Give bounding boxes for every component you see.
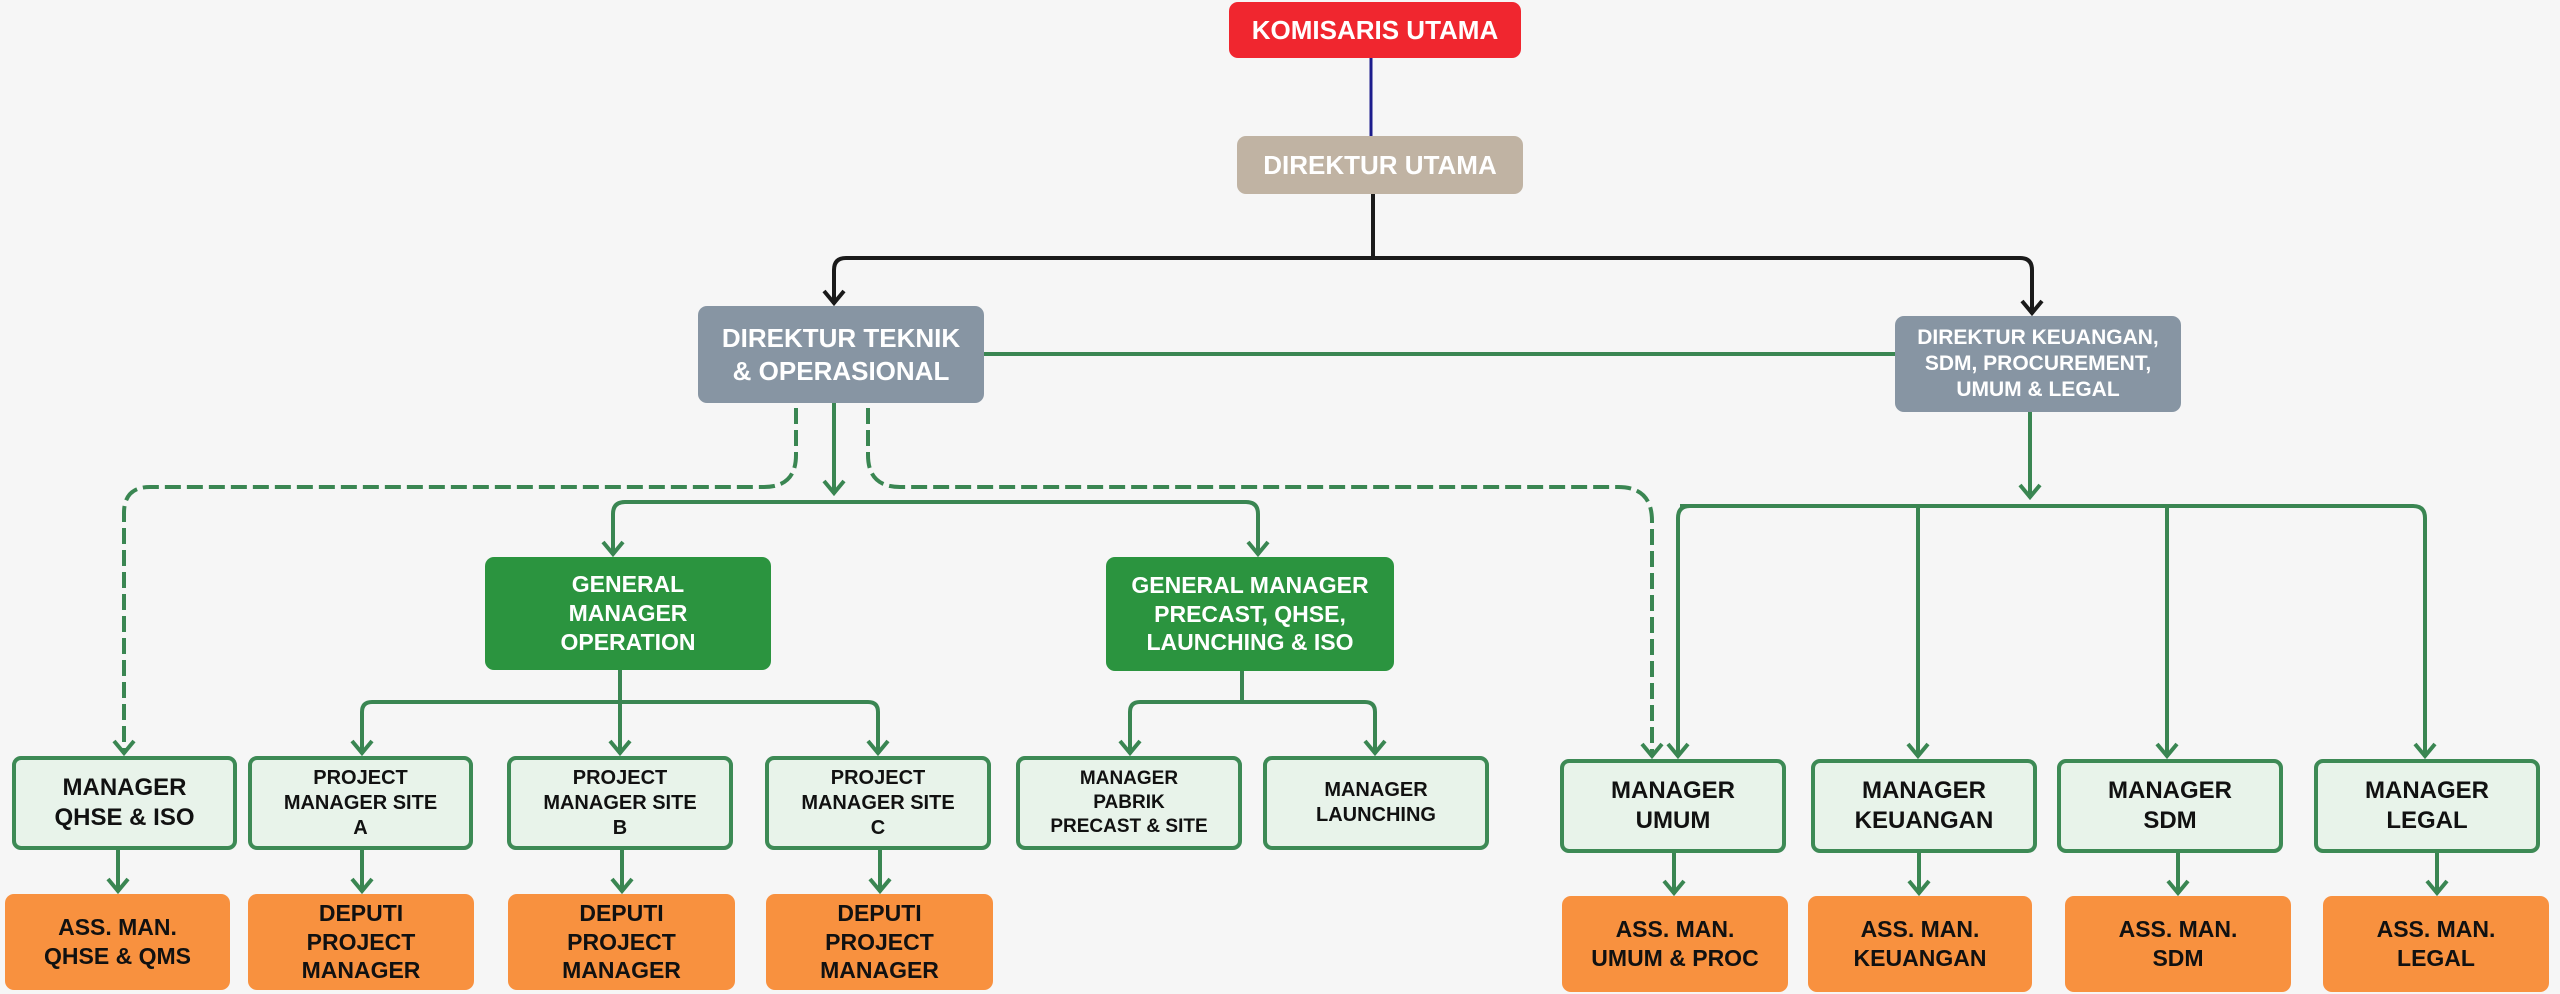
link-teknik-gm-operation [611,500,834,555]
link-gm-precast-launching [1242,700,1377,754]
link-keuangan-bus-right [1680,504,2427,757]
arrowhead-icon [608,739,632,757]
arrowhead-icon [1246,540,1270,558]
node-pm-site-a: PROJECT MANAGER SITE A [248,756,473,850]
arrowhead-icon [1662,879,1686,897]
node-direktur-teknik: DIREKTUR TEKNIK & OPERASIONAL [698,306,984,403]
link-direktur-utama-keuangan [1373,256,2034,314]
arrowhead-icon [106,877,130,895]
node-ass-keuangan: ASS. MAN. KEUANGAN [1808,896,2032,992]
link-gm-operation-site-a [360,700,620,754]
arrowhead-icon [1906,742,1930,760]
node-manager-keuangan: MANAGER KEUANGAN [1811,759,2037,853]
link-teknik-manager-qhse-dashed [122,408,798,754]
node-manager-pabrik: MANAGER PABRIK PRECAST & SITE [1016,756,1242,850]
arrowhead-keuangan-icon [2020,299,2044,317]
node-direktur-utama: DIREKTUR UTAMA [1237,136,1523,194]
node-manager-sdm: MANAGER SDM [2057,759,2283,853]
arrowhead-icon [868,877,892,895]
arrowhead-icon [2155,742,2179,760]
arrowhead-icon [610,877,634,895]
arrowhead-icon [2425,879,2449,897]
arrowhead-icon [1666,742,1690,760]
link-gm-precast-pabrik [1128,700,1242,754]
node-gm-precast: GENERAL MANAGER PRECAST, QHSE, LAUNCHING… [1106,557,1394,671]
arrowhead-icon [1118,739,1142,757]
node-deputi-a: DEPUTI PROJECT MANAGER [248,894,474,990]
node-ass-sdm: ASS. MAN. SDM [2065,896,2291,992]
arrowhead-icon [1640,742,1664,760]
link-direktur-utama-teknik [832,256,1373,304]
arrowhead-icon [350,739,374,757]
arrowhead-icon [112,739,136,757]
node-manager-qhse: MANAGER QHSE & ISO [12,756,237,850]
link-keuangan-umum [1676,504,1691,757]
node-ass-qhse: ASS. MAN. QHSE & QMS [5,894,230,990]
node-manager-launching: MANAGER LAUNCHING [1263,756,1489,850]
node-manager-legal: MANAGER LEGAL [2314,759,2540,853]
link-teknik-gm-precast [834,500,1260,555]
node-pm-site-c: PROJECT MANAGER SITE C [765,756,991,850]
arrowhead-icon [350,877,374,895]
node-direktur-keuangan: DIREKTUR KEUANGAN, SDM, PROCUREMENT, UMU… [1895,316,2181,412]
arrowhead-icon [2166,879,2190,897]
arrowhead-icon [601,540,625,558]
arrowhead-teknik-icon [822,289,846,307]
link-teknik-manager-umum-dashed [866,408,1654,757]
arrowhead-icon [866,739,890,757]
node-pm-site-b: PROJECT MANAGER SITE B [507,756,733,850]
node-deputi-c: DEPUTI PROJECT MANAGER [766,894,993,990]
node-ass-umum: ASS. MAN. UMUM & PROC [1562,896,1788,992]
arrowhead-icon [822,479,846,497]
node-ass-legal: ASS. MAN. LEGAL [2323,896,2549,992]
link-gm-operation-site-c [620,700,880,754]
arrowhead-icon [2413,742,2437,760]
node-deputi-b: DEPUTI PROJECT MANAGER [508,894,735,990]
arrowhead-icon [1907,879,1931,897]
arrowhead-icon [1363,739,1387,757]
node-manager-umum: MANAGER UMUM [1560,759,1786,853]
arrowhead-icon [2018,483,2042,501]
node-gm-operation: GENERAL MANAGER OPERATION [485,557,771,670]
node-komisaris-utama: KOMISARIS UTAMA [1229,2,1521,58]
